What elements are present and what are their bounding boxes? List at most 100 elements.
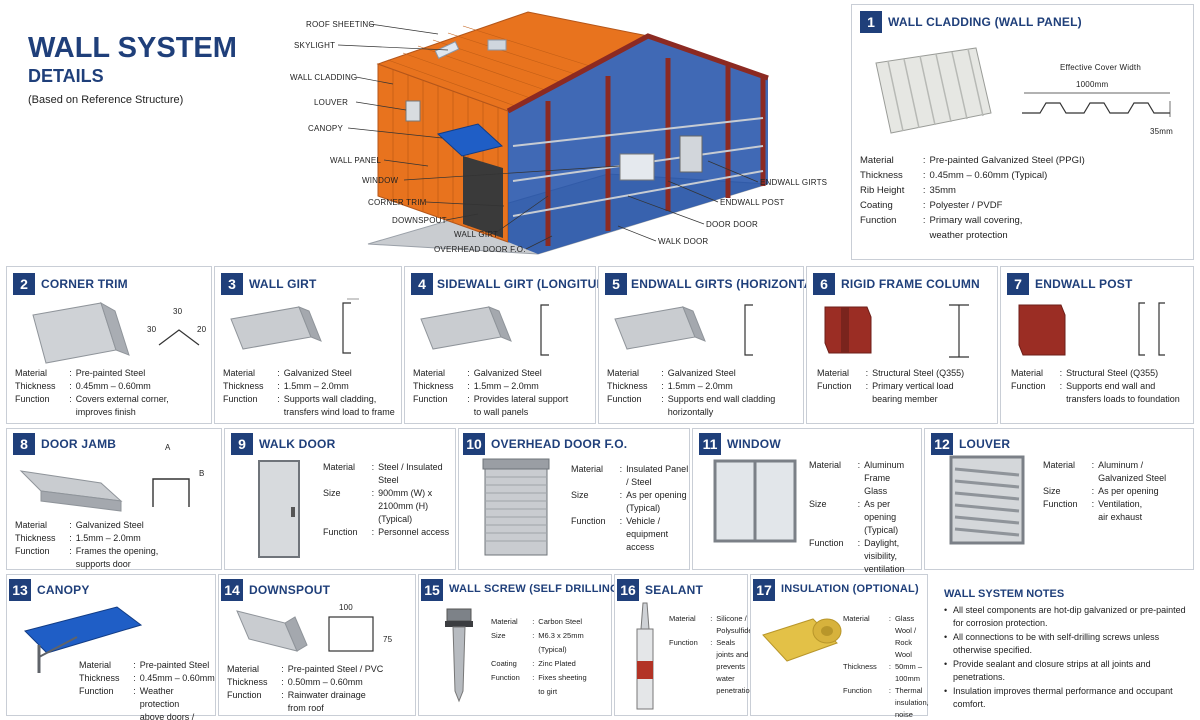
spec-key: Coating xyxy=(491,659,517,668)
spec-row: Material:Steel / Insulated Steel xyxy=(323,461,453,487)
spec-colon: : xyxy=(922,215,926,226)
spec-key: Function xyxy=(227,690,262,700)
spec-key: Function xyxy=(1043,499,1078,509)
rib-height-dim: 35mm xyxy=(1150,127,1174,136)
spec-colon: : xyxy=(69,533,72,543)
panel-sealant: 16 SEALANT Material:Silicone / Polysulfi… xyxy=(614,574,754,716)
spec-row: Size:As per opening (Typical) xyxy=(571,489,689,515)
section-title: SEALANT xyxy=(645,583,704,597)
section-title: DOWNSPOUT xyxy=(249,583,331,597)
spec-key: Thickness xyxy=(223,381,264,391)
spec-key: Coating xyxy=(860,200,893,211)
spec-row: Material:Structural Steel (Q355) xyxy=(817,367,997,380)
section-title: WALL SCREW (SELF DRILLING) xyxy=(449,583,623,595)
section-number: 11 xyxy=(699,433,721,455)
section-number: 16 xyxy=(617,579,639,601)
dim-b: 30 xyxy=(147,325,157,334)
spec-key: Function xyxy=(15,394,50,404)
section-title: WINDOW xyxy=(727,437,781,451)
spec-colon: : xyxy=(467,368,470,378)
spec-colon: : xyxy=(1059,381,1063,391)
spec-list: Material:Pre-painted Galvanized Steel (P… xyxy=(860,153,1190,243)
spec-key: Size xyxy=(491,631,506,640)
spec-value: As per opening xyxy=(1098,486,1159,496)
spec-key: Size xyxy=(809,499,827,509)
endwall-post-image xyxy=(1018,302,1165,356)
section-number: 13 xyxy=(9,579,31,601)
notes-title: WALL SYSTEM NOTES xyxy=(944,588,1065,600)
corner-trim-image xyxy=(32,301,200,364)
section-number: 3 xyxy=(221,273,243,295)
spec-key: Material xyxy=(323,462,356,472)
notes-list: All steel components are hot-dip galvani… xyxy=(944,604,1192,712)
dim-width: 100 xyxy=(339,603,353,612)
spec-row: Material:Structural Steel (Q355) xyxy=(1011,367,1193,380)
spec-value: 0.45mm – 0.60mm xyxy=(139,673,215,683)
callout-wall-cladding: WALL CLADDING xyxy=(290,73,358,82)
spec-colon: : xyxy=(69,368,72,378)
spec-row: Thickness:0.45mm – 0.60mm xyxy=(79,672,215,685)
spec-key: Thickness xyxy=(15,381,56,391)
spec-value: Glass Wool / Rock Wool xyxy=(894,614,917,659)
section-title: WALL GIRT xyxy=(249,277,317,291)
spec-key: Thickness xyxy=(15,533,56,543)
section-title: ENDWALL POST xyxy=(1035,277,1133,291)
section-number: 5 xyxy=(605,273,627,295)
spec-list: Material:Structural Steel (Q355)Function… xyxy=(1011,367,1193,406)
spec-value: Frames the opening, supports door xyxy=(75,546,159,569)
spec-row: Thickness:0.45mm – 0.60mm (Typical) xyxy=(860,168,1190,183)
spec-row: Function:Frames the opening, supports do… xyxy=(15,545,221,571)
panel-louver: 12 LOUVER Material:Aluminum / Galvanized… xyxy=(924,428,1194,570)
spec-key: Thickness xyxy=(413,381,454,391)
spec-row: Function:Vehicle / equipment access xyxy=(571,515,689,554)
dim-a: 30 xyxy=(173,307,183,316)
section-title: ENDWALL GIRTS (HORIZONTAL) xyxy=(631,277,825,291)
panel-profile-drawing xyxy=(1022,92,1171,117)
callout-wall-girt: WALL GIRT xyxy=(454,230,499,239)
louver-image xyxy=(949,455,1025,545)
spec-value: Polyester / PVDF xyxy=(929,200,1003,211)
section-title: RIGID FRAME COLUMN xyxy=(841,277,980,291)
canopy-image xyxy=(24,606,143,673)
spec-colon: : xyxy=(133,660,136,670)
spec-colon: : xyxy=(277,381,280,391)
spec-key: Function xyxy=(79,686,114,696)
spec-value: Provides lateral support to wall panels xyxy=(473,394,569,417)
spec-value: 1.5mm – 2.0mm xyxy=(473,381,539,391)
spec-value: Carbon Steel xyxy=(538,617,583,626)
spec-value: Galvanized Steel xyxy=(283,368,352,378)
spec-row: Coating:Zinc Plated xyxy=(491,657,611,671)
section-title: OVERHEAD DOOR F.O. xyxy=(491,437,628,451)
spec-value: 1.5mm – 2.0mm xyxy=(75,533,141,543)
spec-row: Function:Fixes sheeting to girt xyxy=(491,671,611,699)
panel-walk-door: 9 WALK DOOR Material:Steel / Insulated S… xyxy=(224,428,456,570)
section-number: 2 xyxy=(13,273,35,295)
corrugated-panel-image xyxy=(875,47,992,134)
spec-value: Thermal insulation, noise reduction xyxy=(894,686,929,719)
callout-overhead-door: OVERHEAD DOOR F.O. xyxy=(434,245,526,254)
sidewall-girt-image xyxy=(420,304,549,356)
spec-value: 1.5mm – 2.0mm xyxy=(667,381,733,391)
spec-colon: : xyxy=(532,673,535,682)
spec-key: Function xyxy=(1011,381,1046,391)
spec-row: Material:Aluminum / Galvanized Steel xyxy=(1043,459,1191,485)
spec-colon: : xyxy=(277,368,280,378)
spec-key: Material xyxy=(843,614,870,623)
page-title: WALL SYSTEM xyxy=(28,32,237,64)
spec-colon: : xyxy=(532,631,535,640)
window-image xyxy=(713,459,797,543)
panel-rigid-frame-column: 6 RIGID FRAME COLUMN Material:Structural… xyxy=(806,266,998,424)
section-number: 9 xyxy=(231,433,253,455)
callout-downspout: DOWNSPOUT xyxy=(392,216,447,225)
spec-key: Material xyxy=(607,368,640,378)
spec-colon: : xyxy=(277,394,280,404)
spec-colon: : xyxy=(532,659,535,668)
spec-row: Material:Silicone / Polysulfide xyxy=(669,613,753,637)
section-title: SIDEWALL GIRT (LONGITUDINAL) xyxy=(437,277,639,291)
spec-value: Rainwater drainage from roof xyxy=(287,690,366,713)
